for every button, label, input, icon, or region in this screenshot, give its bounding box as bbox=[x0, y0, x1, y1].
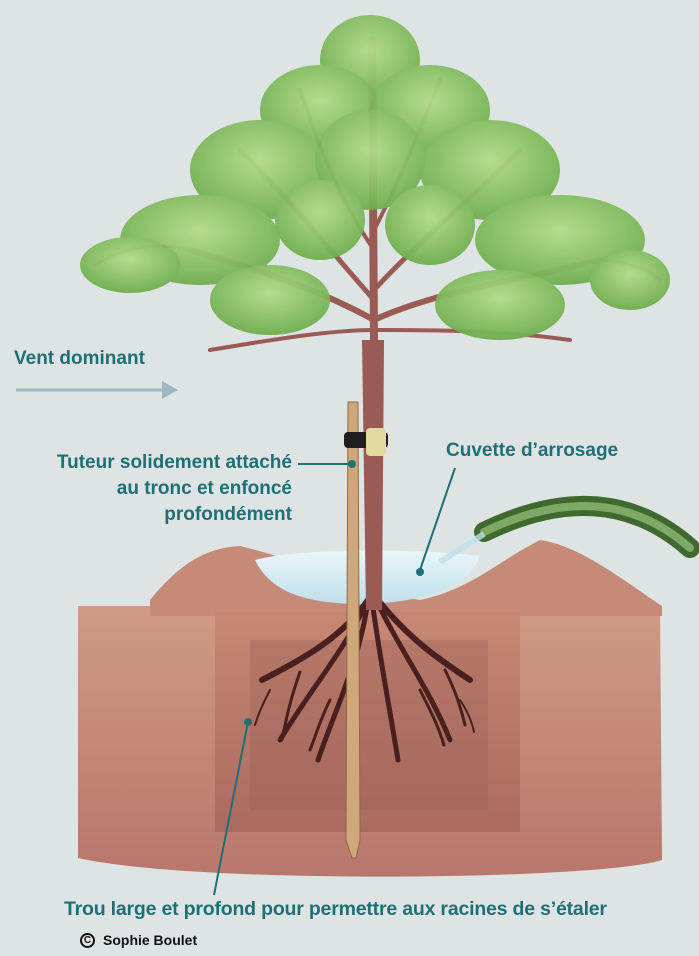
credit: C Sophie Boulet bbox=[80, 932, 197, 948]
hole-label: Trou large et profond pour permettre aux… bbox=[64, 898, 607, 921]
basin-leader-dot bbox=[416, 568, 424, 576]
stake-label-line2: au tronc et enfoncé bbox=[8, 476, 292, 502]
stake-label: Tuteur solidement attaché au tronc et en… bbox=[8, 450, 292, 528]
basin-label: Cuvette d’arrosage bbox=[446, 440, 618, 462]
credit-author: Sophie Boulet bbox=[103, 932, 197, 948]
hole-leader-dot bbox=[244, 718, 252, 726]
stake-label-line1: Tuteur solidement attaché bbox=[8, 450, 292, 476]
stake-leader-dot bbox=[348, 460, 356, 468]
wind-arrow bbox=[16, 381, 178, 399]
copyright-icon: C bbox=[80, 933, 95, 948]
stake-label-line3: profondément bbox=[8, 502, 292, 528]
wind-label: Vent dominant bbox=[14, 348, 145, 370]
